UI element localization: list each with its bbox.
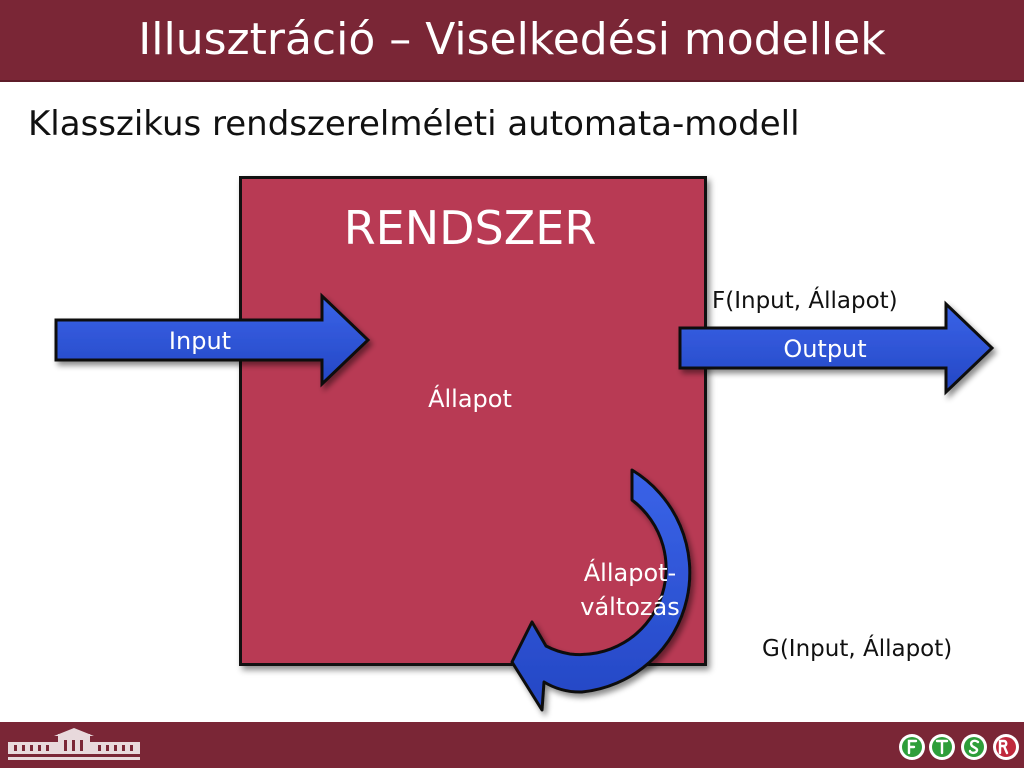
- input-label: Input: [168, 327, 232, 355]
- ftsrg-logo: [899, 734, 1019, 760]
- state-transition-label-line1: Állapot-: [583, 559, 677, 587]
- system-title: RENDSZER: [343, 201, 597, 255]
- footer-bar: [0, 722, 1024, 768]
- state-label: Állapot: [428, 385, 512, 413]
- transition-function-label: G(Input, Állapot): [762, 636, 953, 662]
- output-function-label: F(Input, Állapot): [712, 288, 898, 314]
- title-bar: [0, 0, 1024, 82]
- output-label: Output: [783, 335, 867, 363]
- slide-title: Illusztráció – Viselkedési modellek: [138, 14, 886, 65]
- state-transition-label-line2: változás: [580, 593, 680, 621]
- university-building-logo: [8, 728, 140, 760]
- state-transition-label: Állapot- változás: [560, 556, 700, 624]
- slide-subtitle: Klasszikus rendszerelméleti automata-mod…: [28, 104, 800, 144]
